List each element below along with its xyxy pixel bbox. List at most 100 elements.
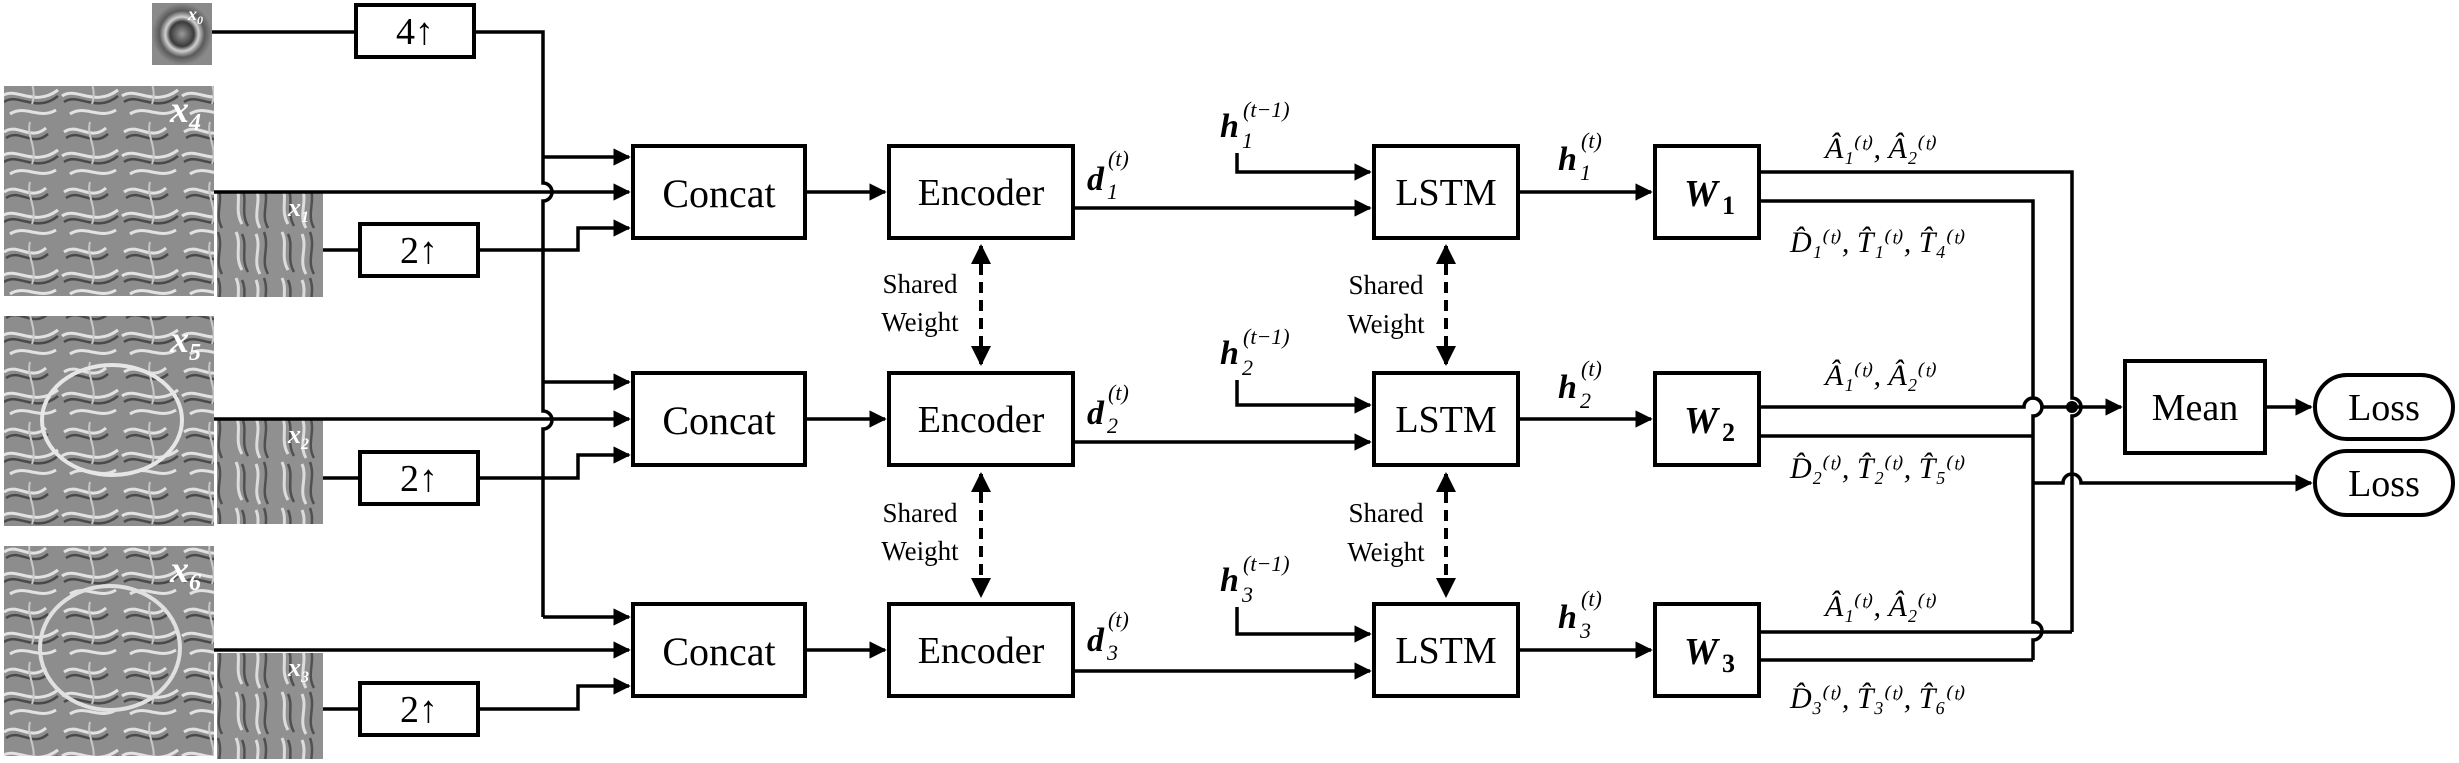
loss-block-1: Loss <box>2313 373 2455 441</box>
svg-text:h: h <box>1220 335 1239 372</box>
input-wiring <box>212 30 631 711</box>
svg-text:(t−1): (t−1) <box>1243 97 1290 122</box>
w-block-2: W 2 <box>1653 371 1761 467</box>
svg-text:(t): (t) <box>1108 380 1129 405</box>
label-h3: h (t) 3 <box>1558 586 1602 643</box>
svg-text:2: 2 <box>1242 355 1253 380</box>
upsample-x3: 2↑ <box>358 681 480 737</box>
lstm-3: LSTM <box>1372 602 1520 698</box>
svg-text:W: W <box>1684 400 1721 442</box>
concat-2: Concat <box>631 371 807 467</box>
image-x5 <box>4 316 214 526</box>
svg-text:Loss: Loss <box>2348 387 2420 429</box>
output-wiring <box>1759 170 2313 662</box>
lstm-1: LSTM <box>1372 144 1520 240</box>
svg-text:3: 3 <box>1722 649 1735 678</box>
svg-text:(t): (t) <box>1108 146 1129 171</box>
svg-text:Shared: Shared <box>883 498 958 528</box>
svg-text:2↑: 2↑ <box>400 458 438 500</box>
image-x3 <box>217 653 323 759</box>
lstm-2: LSTM <box>1372 371 1520 467</box>
svg-text:LSTM: LSTM <box>1395 172 1496 214</box>
upsample-x1: 2↑ <box>358 222 480 278</box>
label-x6: x6 <box>169 549 201 596</box>
svg-text:4↑: 4↑ <box>396 11 434 53</box>
svg-text:LSTM: LSTM <box>1395 630 1496 672</box>
mean-block: Mean <box>2123 359 2267 455</box>
input-image-x4: x4 <box>4 86 214 296</box>
svg-text:3: 3 <box>1106 640 1118 665</box>
svg-text:2: 2 <box>1722 418 1735 447</box>
label-x2: x2 <box>287 420 309 453</box>
label-d2: d (t) 2 <box>1087 380 1129 438</box>
output-a-2: Â₁⁽ᵗ⁾, Â₂⁽ᵗ⁾ <box>1823 359 1937 392</box>
svg-text:Weight: Weight <box>1347 309 1425 339</box>
label-h1: h (t) 1 <box>1558 128 1602 185</box>
svg-text:(t): (t) <box>1581 128 1602 153</box>
svg-text:2: 2 <box>1107 413 1118 438</box>
svg-text:Shared: Shared <box>1349 498 1424 528</box>
shared-weight-lstm-1: Shared Weight <box>1347 244 1456 366</box>
shared-weight-encoder-1: Shared Weight <box>881 244 991 366</box>
label-d3: d (t) 3 <box>1087 607 1129 665</box>
svg-text:2↑: 2↑ <box>400 230 438 272</box>
svg-text:1: 1 <box>1242 128 1253 153</box>
input-image-x3: x3 <box>217 653 323 759</box>
output-a-3: Â₁⁽ᵗ⁾, Â₂⁽ᵗ⁾ <box>1823 590 1937 623</box>
output-a-1: Â₁⁽ᵗ⁾, Â₂⁽ᵗ⁾ <box>1823 132 1937 165</box>
output-dt-2: D̂₂⁽ᵗ⁾, T̂₂⁽ᵗ⁾, T̂₅⁽ᵗ⁾ <box>1789 452 1966 485</box>
input-image-x6: x6 <box>4 546 214 756</box>
svg-text:Shared: Shared <box>1349 270 1424 300</box>
shared-weight-encoder-2: Shared Weight <box>881 472 991 598</box>
input-image-x2: x2 <box>217 420 323 524</box>
image-x0 <box>152 3 212 65</box>
svg-text:h: h <box>1220 562 1239 599</box>
concat-3: Concat <box>631 602 807 698</box>
label-x3: x3 <box>287 653 309 686</box>
svg-text:LSTM: LSTM <box>1395 399 1496 441</box>
w-block-1: W 1 <box>1653 144 1761 240</box>
encoder-1: Encoder <box>887 144 1075 240</box>
svg-text:3: 3 <box>1579 618 1591 643</box>
svg-text:Concat: Concat <box>662 629 775 674</box>
label-h2: h (t) 2 <box>1558 356 1602 413</box>
svg-text:W: W <box>1684 631 1721 673</box>
input-image-x0: x0 <box>152 3 212 65</box>
svg-text:(t−1): (t−1) <box>1243 551 1290 576</box>
svg-text:h: h <box>1558 369 1577 406</box>
svg-text:3: 3 <box>1241 582 1253 607</box>
output-dt-3: D̂₃⁽ᵗ⁾, T̂₃⁽ᵗ⁾, T̂₆⁽ᵗ⁾ <box>1789 682 1966 715</box>
svg-text:(t): (t) <box>1108 607 1129 632</box>
upsample-x0: 4↑ <box>354 3 476 59</box>
label-x1: x1 <box>287 193 309 226</box>
label-h2-prev: h (t−1) 2 <box>1220 324 1372 414</box>
svg-text:Concat: Concat <box>662 398 775 443</box>
label-x5: x5 <box>169 319 201 366</box>
w-block-3: W 3 <box>1653 602 1761 698</box>
svg-text:2: 2 <box>1580 388 1591 413</box>
label-x4: x4 <box>169 89 201 136</box>
concat-1: Concat <box>631 144 807 240</box>
svg-text:Shared: Shared <box>883 269 958 299</box>
svg-text:Concat: Concat <box>662 171 775 216</box>
svg-text:(t): (t) <box>1581 586 1602 611</box>
svg-text:2↑: 2↑ <box>400 689 438 731</box>
svg-text:d: d <box>1087 395 1105 432</box>
svg-text:(t): (t) <box>1581 356 1602 381</box>
input-image-x5: x5 <box>4 316 214 526</box>
svg-text:d: d <box>1087 622 1105 659</box>
svg-text:Weight: Weight <box>881 536 959 566</box>
svg-text:(t−1): (t−1) <box>1243 324 1290 349</box>
svg-text:Encoder: Encoder <box>918 399 1045 441</box>
svg-text:h: h <box>1558 599 1577 636</box>
svg-text:Weight: Weight <box>1347 537 1425 567</box>
encoder-3: Encoder <box>887 602 1075 698</box>
loss-block-2: Loss <box>2313 449 2455 517</box>
svg-text:h: h <box>1558 141 1577 178</box>
svg-text:1: 1 <box>1722 191 1735 220</box>
encoder-2: Encoder <box>887 371 1075 467</box>
image-x4 <box>4 86 214 296</box>
output-dt-1: D̂₁⁽ᵗ⁾, T̂₁⁽ᵗ⁾, T̂₄⁽ᵗ⁾ <box>1789 226 1966 259</box>
svg-text:1: 1 <box>1107 179 1118 204</box>
